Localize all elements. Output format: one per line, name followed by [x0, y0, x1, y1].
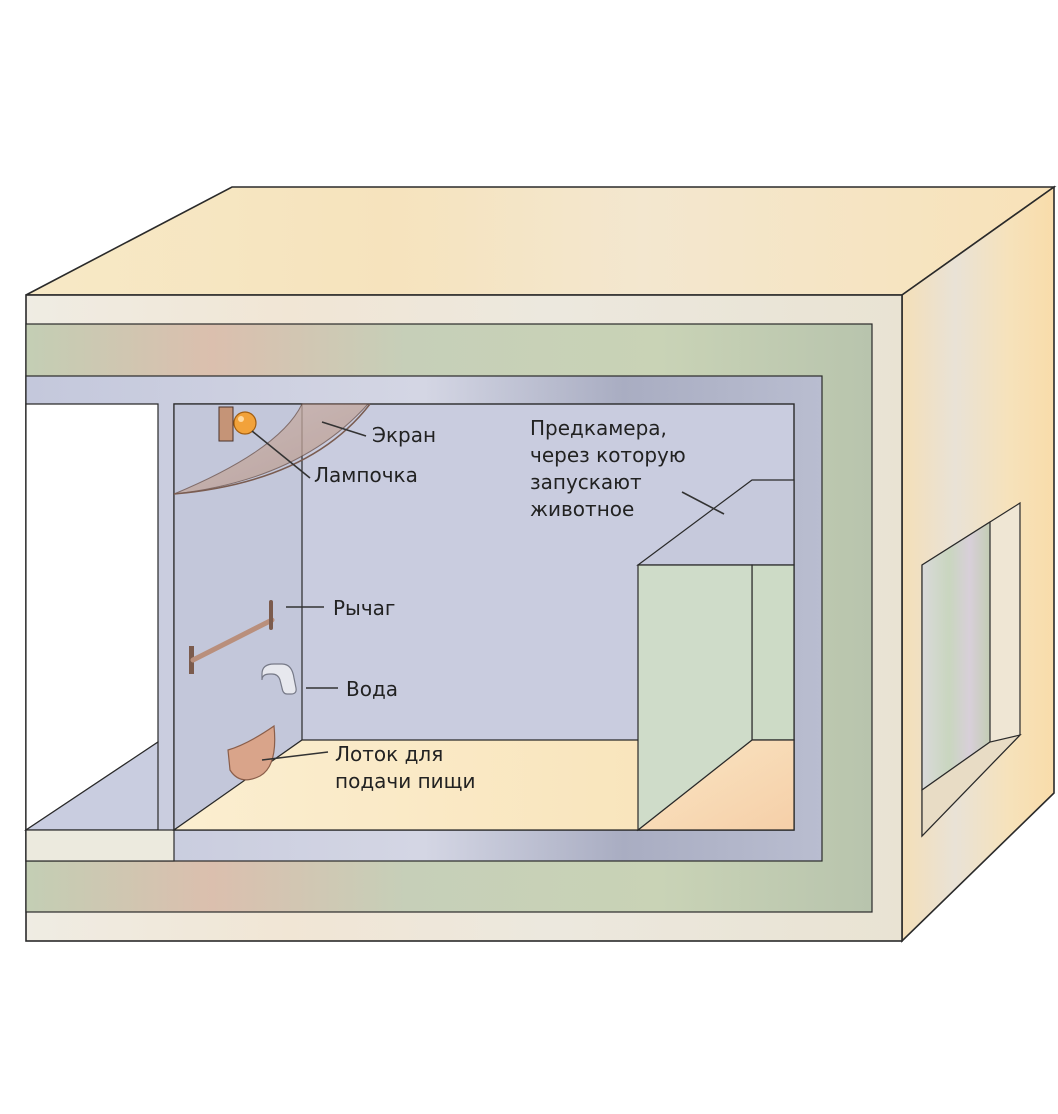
antechamber-back-wall	[751, 564, 795, 741]
screen-panel	[173, 403, 370, 495]
label-screen: Экран	[372, 423, 436, 447]
label-water: Вода	[346, 677, 398, 701]
antechamber-front-wall	[637, 564, 753, 832]
light-bulb-highlight	[238, 416, 244, 422]
leader-antechamber	[681, 491, 725, 515]
left-shell-strip	[25, 829, 175, 862]
label-antechamber-line-4: животное	[530, 497, 634, 521]
food-tray	[227, 724, 276, 781]
leader-screen	[321, 421, 367, 437]
label-food-tray-line-2: подачи пищи	[335, 769, 475, 793]
label-antechamber-line-1: Предкамера,	[530, 416, 667, 440]
label-food-tray-line-1: Лоток для	[335, 742, 443, 766]
leader-food-tray	[261, 751, 329, 761]
side-window-sill	[921, 733, 1022, 838]
lever-bar	[190, 617, 275, 663]
label-bulb: Лампочка	[314, 463, 418, 487]
label-antechamber-line-2: через которую	[530, 443, 686, 467]
label-lever: Рычаг	[333, 596, 395, 620]
box-top-face	[25, 186, 1057, 296]
leader-bulb	[251, 430, 311, 479]
label-antechamber-line-3: запускают	[530, 470, 642, 494]
water-spout	[261, 663, 297, 695]
screen-edge	[173, 403, 371, 495]
bulb-mount	[218, 406, 234, 442]
